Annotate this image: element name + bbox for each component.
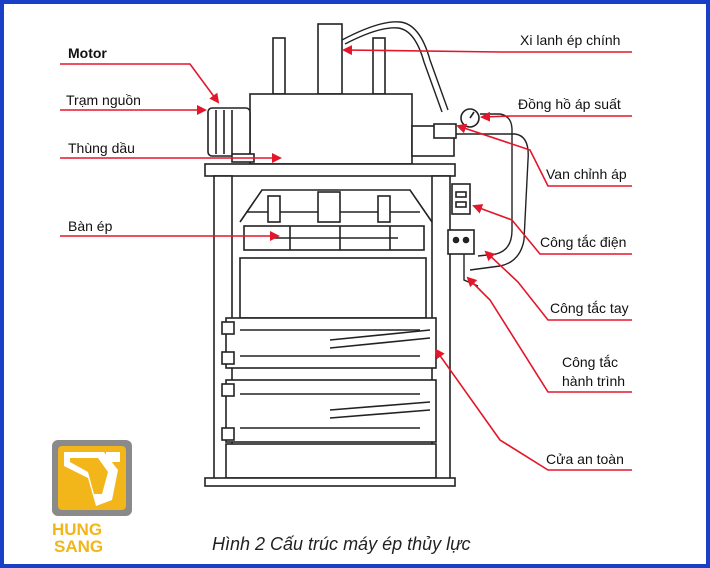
arrow-dong-ho [480,111,632,122]
arrow-xi-lanh [342,45,632,56]
logo-line1: HUNG [52,520,102,539]
arrow-van-chinh [456,123,632,187]
label-dong-ho: Đồng hồ áp suất [518,96,621,112]
label-tram-nguon: Trạm nguồn [66,92,141,108]
label-cong-tac-hanh-trinh-line1: Công tắc [562,354,618,370]
label-cong-tac-tay: Công tắc tay [550,300,629,316]
diagram-caption: Hình 2 Cấu trúc máy ép thủy lực [212,534,471,554]
arrow-cua-an-toan [434,348,632,471]
machine-drawing [204,21,529,487]
label-van-chinh: Van chỉnh áp [546,166,627,182]
label-arrows [60,45,632,471]
label-thung-dau: Thùng dầu [68,140,135,156]
arrow-cong-tac-hanh-trinh [466,276,632,393]
hung-sang-logo: HUNG SANG [52,440,132,556]
arrow-motor [60,63,220,104]
label-cua-an-toan: Cửa an toàn [546,451,624,467]
label-motor: Motor [68,45,107,61]
label-cong-tac-hanh-trinh-line2: hành trình [562,373,625,389]
arrow-cong-tac-tay [484,250,632,321]
arrow-cong-tac-dien [472,204,632,255]
label-xi-lanh: Xi lanh ép chính [520,32,620,48]
logo-line2: SANG [54,537,103,556]
label-ban-ep: Bàn ép [68,218,113,234]
label-cong-tac-dien: Công tắc điện [540,234,626,250]
